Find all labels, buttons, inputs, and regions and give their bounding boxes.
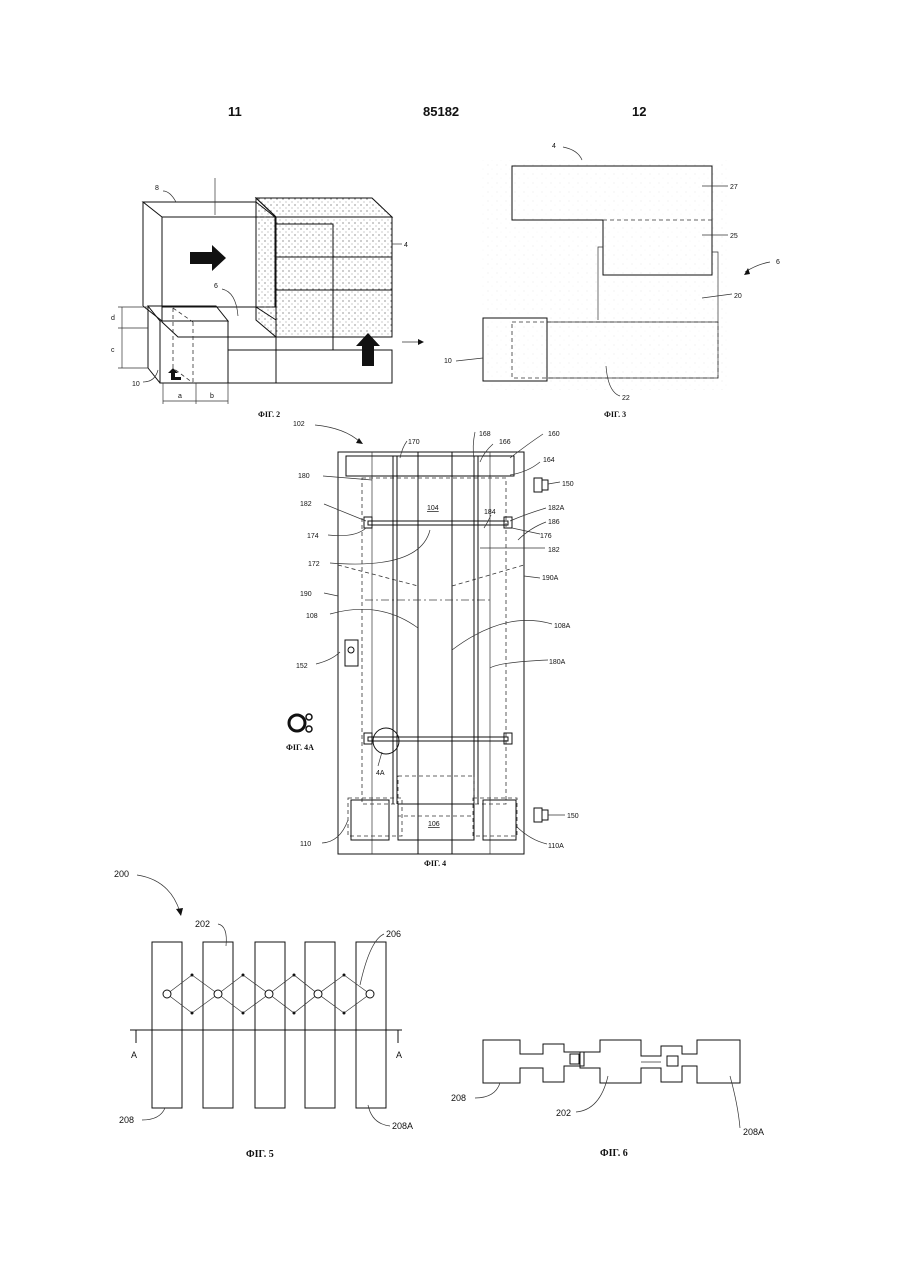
fig6-label-208A: 208A xyxy=(743,1127,764,1137)
fig2-label-10: 10 xyxy=(132,381,140,388)
fig4-label-4A: 4A xyxy=(376,770,385,777)
fig3-label-20: 20 xyxy=(734,293,742,300)
fig3-label-27: 27 xyxy=(730,184,738,191)
fig3-label-6: 6 xyxy=(776,259,780,266)
fig4-label-170: 170 xyxy=(408,439,420,446)
fig4-label-150-bottom: 150 xyxy=(567,813,579,820)
fig2-label-b: b xyxy=(210,393,214,400)
fig4-label-104: 104 xyxy=(427,505,439,512)
fig6-caption: ФІГ. 6 xyxy=(600,1148,628,1159)
fig4-label-106: 106 xyxy=(428,821,440,828)
fig3-label-22: 22 xyxy=(622,395,630,402)
fig4-label-180: 180 xyxy=(298,473,310,480)
fig4-label-182: 182 xyxy=(300,501,312,508)
fig2-label-a: a xyxy=(178,393,182,400)
fig5-label-A-right: A xyxy=(396,1050,402,1060)
figure-4: 102 170 168 166 160 164 150 180 182 104 … xyxy=(286,421,579,868)
fig4-label-108A: 108A xyxy=(554,623,571,630)
fig6-label-208: 208 xyxy=(451,1093,466,1103)
fig2-label-d: d xyxy=(111,315,115,322)
fig4-caption: ФІГ. 4 xyxy=(424,859,446,868)
fig4-label-160: 160 xyxy=(548,431,560,438)
fig2-label-8: 8 xyxy=(155,185,159,192)
fig4-label-172: 172 xyxy=(308,561,320,568)
fig5-label-A-left: A xyxy=(131,1050,137,1060)
fig5-label-208A: 208A xyxy=(392,1121,413,1131)
fig4-label-102: 102 xyxy=(293,421,305,428)
fig2-label-c: c xyxy=(111,347,115,354)
fig5-label-200: 200 xyxy=(114,869,129,879)
fig4-label-110: 110 xyxy=(300,841,311,848)
fig5-label-202: 202 xyxy=(195,919,210,929)
fig4-label-184: 184 xyxy=(484,509,496,516)
fig4A-caption: ФІГ. 4A xyxy=(286,743,314,752)
figure-6: 208 202 208A ФІГ. 6 xyxy=(451,1040,764,1159)
fig2-caption: ФІГ. 2 xyxy=(258,410,280,419)
fig4-label-108: 108 xyxy=(306,613,318,620)
fig3-label-4: 4 xyxy=(552,143,556,150)
fig4-label-174: 174 xyxy=(307,533,319,540)
fig4-label-186: 186 xyxy=(548,519,560,526)
fig2-label-6: 6 xyxy=(214,283,218,290)
figure-2: 8 4 6 10 d c a b ФІГ. 2 xyxy=(111,178,424,419)
fig4-label-190A: 190A xyxy=(542,575,559,582)
fig4-label-152: 152 xyxy=(296,663,308,670)
fig4-label-180A: 180A xyxy=(549,659,566,666)
fig4-label-150-top: 150 xyxy=(562,481,574,488)
fig4-label-168: 168 xyxy=(479,431,491,438)
figure-3: 4 27 25 6 20 10 22 ФІГ. 3 xyxy=(444,143,780,419)
fig4-label-182A: 182A xyxy=(548,505,565,512)
figure-5: 200 202 206 A A 208 208A ФІГ. 5 xyxy=(114,869,413,1160)
fig5-label-208: 208 xyxy=(119,1115,134,1125)
fig4-label-110A: 110A xyxy=(548,843,564,850)
fig2-label-4: 4 xyxy=(404,242,408,249)
fig3-caption: ФІГ. 3 xyxy=(604,410,626,419)
fig4-label-190: 190 xyxy=(300,591,312,598)
fig5-label-206: 206 xyxy=(386,929,401,939)
fig4-label-166: 166 xyxy=(499,439,511,446)
fig4-label-164: 164 xyxy=(543,457,555,464)
fig3-label-10: 10 xyxy=(444,358,452,365)
fig4-label-176: 176 xyxy=(540,533,552,540)
fig5-caption: ФІГ. 5 xyxy=(246,1149,274,1160)
fig4-label-182-right: 182 xyxy=(548,547,560,554)
fig6-label-202: 202 xyxy=(556,1108,571,1118)
fig3-label-25: 25 xyxy=(730,233,738,240)
